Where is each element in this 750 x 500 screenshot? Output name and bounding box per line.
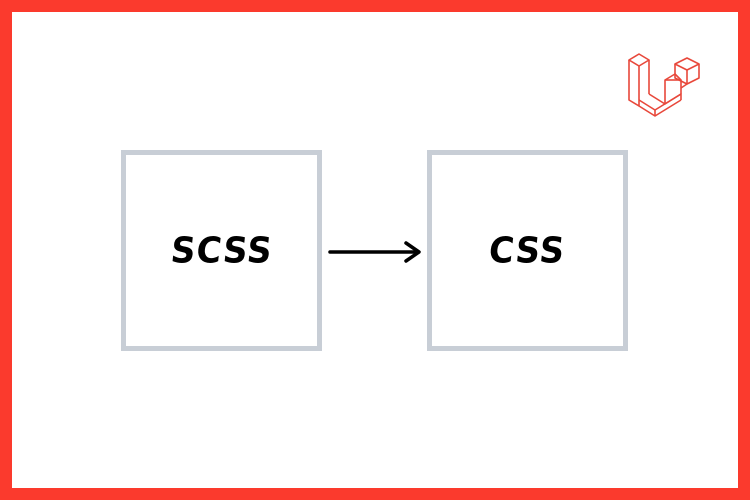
css-label: CSS — [487, 229, 568, 272]
scss-box: SCSS — [121, 150, 322, 351]
laravel-logo-icon — [628, 53, 700, 117]
arrow-right-icon — [328, 241, 421, 263]
scss-label: SCSS — [168, 229, 275, 272]
css-box: CSS — [427, 150, 628, 351]
